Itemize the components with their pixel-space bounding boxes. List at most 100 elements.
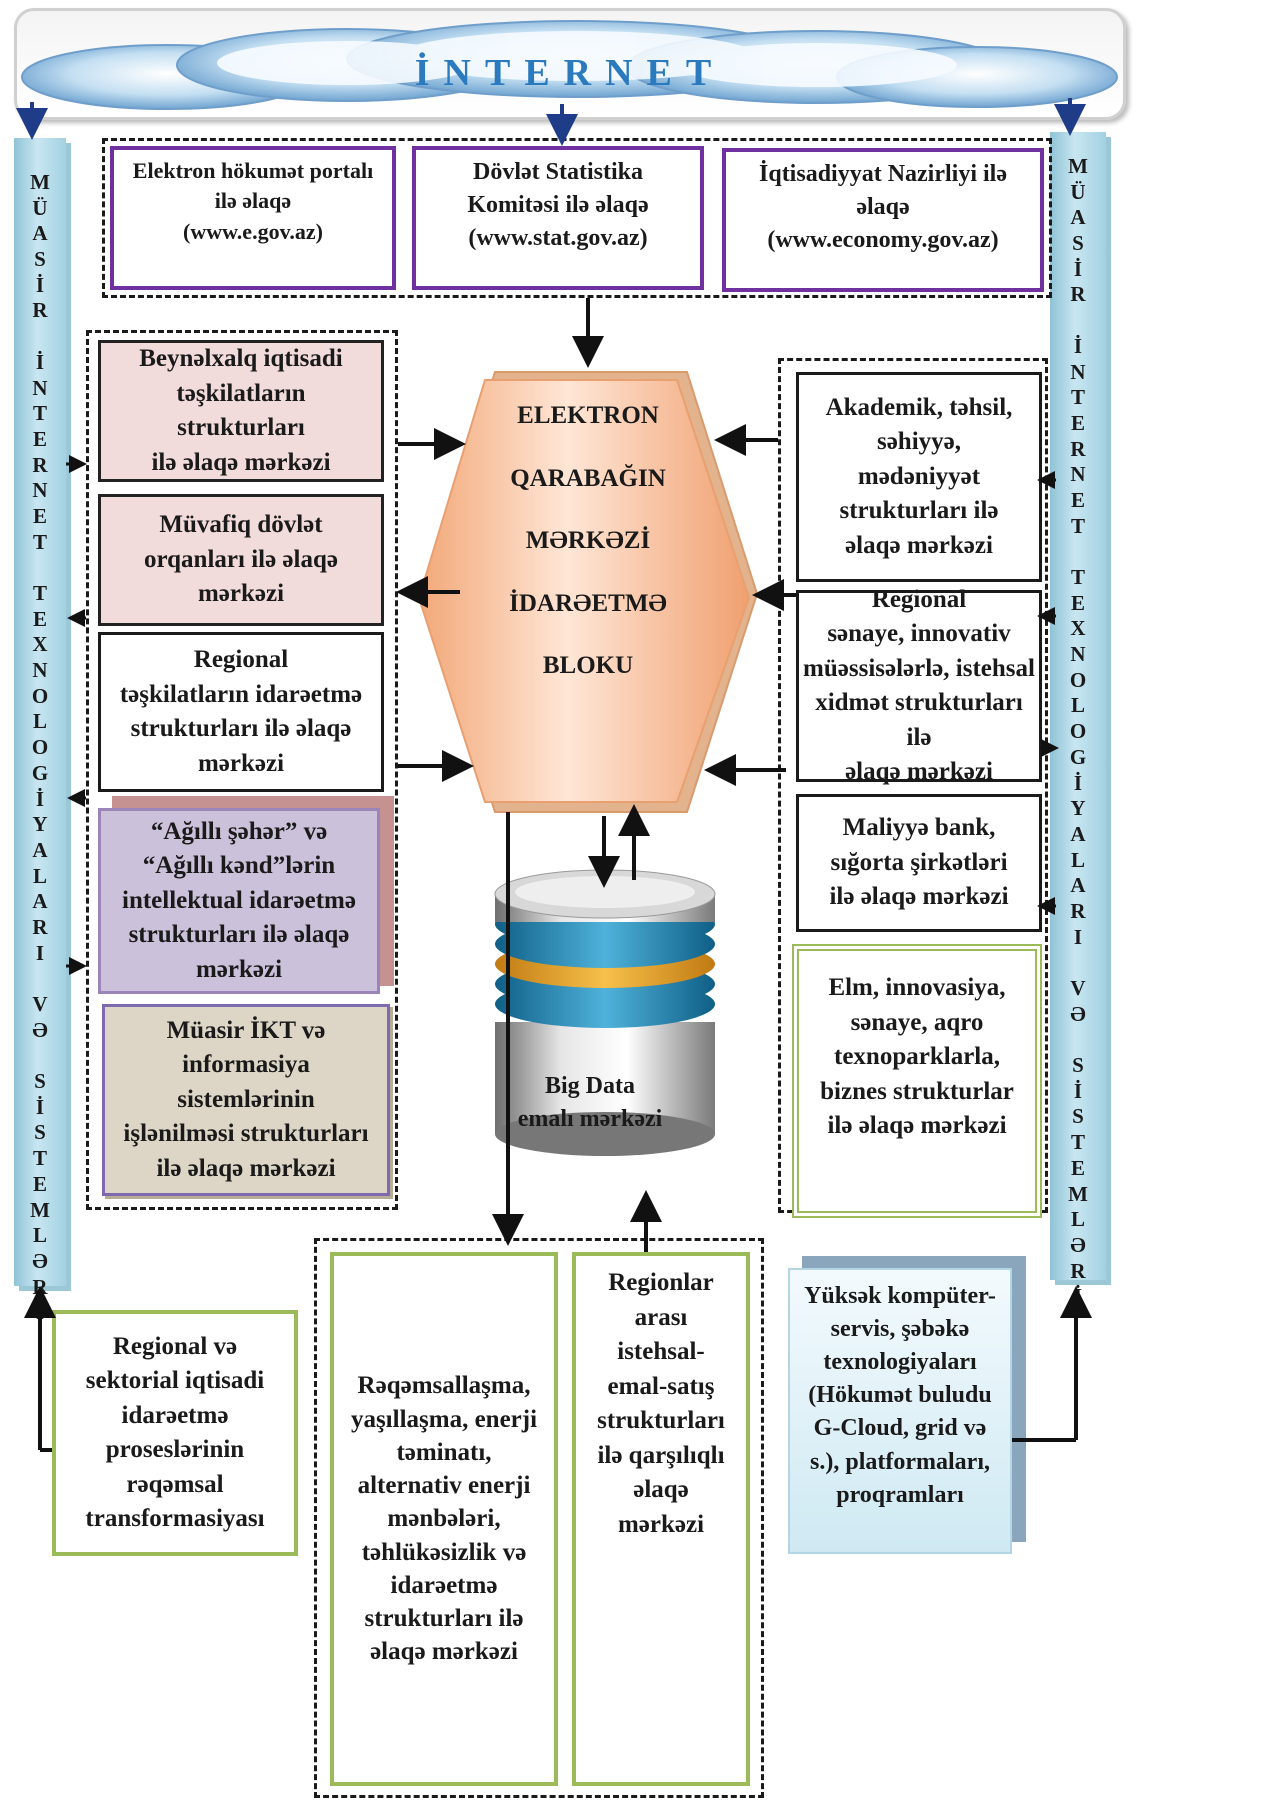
bar-letter: T	[32, 581, 47, 605]
bar-letter: İ	[1073, 333, 1083, 358]
central-block-line: QARABAĞIN	[510, 464, 666, 492]
central-block-line: ELEKTRON	[517, 402, 659, 429]
bar-letter: N	[1070, 642, 1086, 667]
bar-letter: O	[31, 735, 49, 760]
bar-letter: A	[1070, 873, 1086, 898]
bar-letter: L	[1070, 1207, 1085, 1232]
bar-letter: N	[32, 478, 48, 503]
bar-letter: İ	[35, 786, 45, 811]
industry-box: Regional sənaye, innovativ müəssisələrlə…	[796, 586, 1042, 785]
bar-letter: A	[1070, 821, 1086, 846]
bar-letter: S	[34, 247, 46, 272]
bar-letter: M	[1068, 1181, 1088, 1206]
bar-letter: E	[32, 503, 47, 528]
state-bodies-box: Müvafiq dövlət orqanları ilə əlaqə mərkə…	[98, 494, 384, 626]
bar-letter: O	[1069, 667, 1087, 692]
interregional-box: Regionlar arası istehsal- emal-satış str…	[572, 1252, 750, 1786]
bar-letter: Y	[32, 812, 48, 837]
bar-letter: R	[1070, 898, 1086, 923]
bar-letter: T	[1070, 385, 1085, 410]
bar-letter: İ	[35, 272, 45, 297]
internet-banner: İNTERNET	[14, 8, 1126, 120]
bar-letter: Ə	[1070, 1232, 1086, 1257]
central-block-line: İDARƏETMƏ	[509, 589, 667, 617]
bar-letter: M	[1068, 154, 1088, 178]
bar-letter: N	[32, 658, 48, 683]
bar-letter: Ü	[32, 195, 48, 220]
bottom-group	[314, 1238, 764, 1798]
bar-letter: X	[1070, 616, 1086, 641]
bar-letter: Ə	[32, 1017, 48, 1042]
finance-box: Maliyyə bank, sığorta şirkətləri ilə əla…	[796, 794, 1042, 932]
bar-letter: A	[32, 221, 48, 246]
bar-letter: L	[1070, 693, 1085, 718]
regional-orgs-box: Regional təşkilatların idarəetmə struktu…	[98, 632, 384, 792]
bar-letter: R	[1070, 436, 1086, 461]
bar-letter: T	[32, 1146, 47, 1171]
bar-letter: E	[1070, 410, 1085, 435]
stat-link-box: Dövlət Statistika Komitəsi ilə əlaqə (ww…	[412, 146, 704, 290]
bar-letter: R	[32, 452, 48, 477]
smart-city-box: “Ağıllı şəhər” və “Ağıllı kənd”lərin int…	[98, 808, 380, 994]
bar-letter: O	[31, 683, 49, 708]
bar-letter: N	[1070, 359, 1086, 384]
bar-letter: E	[1070, 487, 1085, 512]
bar-letter: T	[1070, 1130, 1085, 1155]
bar-letter: Ü	[1070, 179, 1086, 204]
bar-letter: R	[1070, 282, 1086, 307]
bar-letter: İ	[1073, 1078, 1083, 1103]
academic-box: Akademik, təhsil, səhiyyə, mədəniyyət st…	[796, 372, 1042, 582]
bar-letter: L	[32, 1223, 47, 1248]
bar-letter: S	[1072, 231, 1084, 256]
bar-letter: M	[30, 1197, 50, 1222]
bar-letter: S	[34, 1120, 46, 1145]
cloud-computing-box: Yüksək kompüter- servis, şəbəkə texnolog…	[788, 1268, 1012, 1554]
international-orgs-box: Beynəlxalq iqtisadi təşkilatların strukt…	[98, 340, 384, 482]
bar-letter: A	[32, 837, 48, 862]
bar-letter: O	[1069, 719, 1087, 744]
bar-letter: S	[1072, 1053, 1084, 1078]
bar-letter: İ	[35, 1094, 45, 1119]
digital-transformation-box: Regional və sektorial iqtisadi idarəetmə…	[52, 1310, 298, 1556]
big-data-label: Big Data emalı mərkəzi	[517, 1072, 663, 1132]
bar-letter: T	[1070, 565, 1085, 589]
bar-letter: V	[32, 992, 48, 1016]
bar-letter: Y	[1070, 796, 1086, 821]
digitalization-box: Rəqəmsallaşma, yaşıllaşma, enerji təmina…	[330, 1252, 558, 1786]
bar-letter: E	[1070, 590, 1085, 615]
bar-letter: L	[1070, 847, 1085, 872]
bar-letter: G	[31, 760, 49, 785]
bar-letter: A	[32, 889, 48, 914]
bar-letter: E	[32, 426, 47, 451]
bar-letter: İ	[1073, 256, 1083, 281]
bar-letter: R	[32, 298, 48, 323]
bar-letter: N	[32, 375, 48, 400]
bar-letter: T	[32, 529, 47, 554]
economy-link-box: İqtisadiyyat Nazirliyi ilə əlaqə (www.ec…	[722, 148, 1044, 292]
bar-letter: E	[32, 1171, 47, 1196]
bar-letter: İ	[1073, 770, 1083, 795]
bar-letter: X	[32, 632, 48, 657]
bar-letter: Ə	[1070, 1001, 1086, 1026]
bar-letter: T	[32, 401, 47, 426]
central-block-line: MƏRKƏZİ	[525, 527, 651, 554]
bar-letter: İ	[35, 349, 45, 374]
bar-letter: A	[1070, 205, 1086, 230]
ict-systems-box: Müasir İKT və informasiya sistemlərinin …	[102, 1004, 390, 1196]
bar-letter: I	[35, 940, 45, 965]
bar-letter: T	[1070, 513, 1085, 538]
left-group	[86, 330, 398, 1210]
cloud-icon	[21, 20, 1118, 110]
bar-letter: R	[32, 914, 48, 939]
central-block-hexagon	[417, 371, 759, 813]
bar-letter: M	[30, 170, 50, 194]
egov-link-box: Elektron hökumət portalı ilə əlaqə (www.…	[110, 146, 396, 290]
bar-letter: R	[1070, 1258, 1086, 1283]
bar-letter: S	[34, 1069, 46, 1094]
bar-letter: I	[1073, 924, 1083, 949]
